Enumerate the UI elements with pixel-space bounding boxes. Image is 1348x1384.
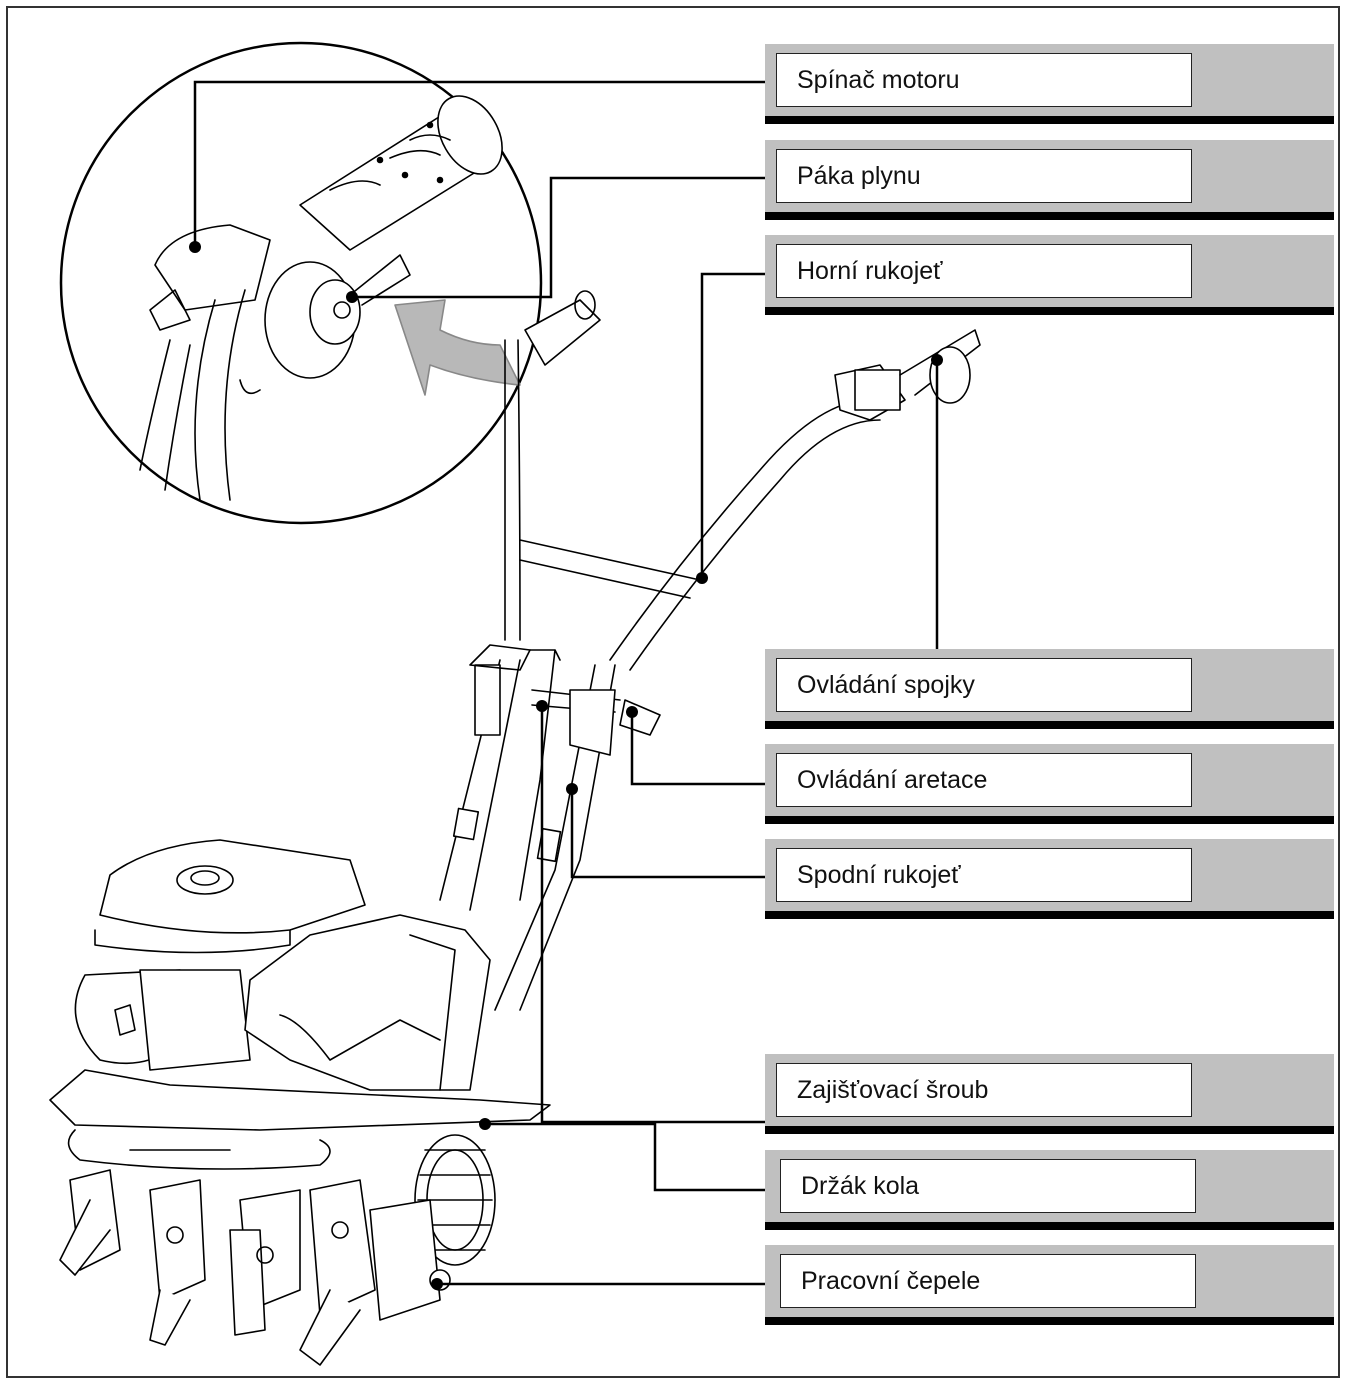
label-working-blades: Pracovní čepele xyxy=(801,1267,981,1295)
callout-throttle-lever: Páka plynu xyxy=(765,140,1334,220)
label-upper-handle: Horní rukojeť xyxy=(797,257,943,285)
figure-frame xyxy=(6,6,1340,1378)
label-wheel-holder: Držák kola xyxy=(801,1172,920,1200)
label-locking-screw: Zajišťovací šroub xyxy=(797,1076,989,1104)
callout-working-blades: Pracovní čepele xyxy=(765,1245,1334,1325)
label-lock-control: Ovládání aretace xyxy=(797,766,988,794)
callout-locking-screw: Zajišťovací šroub xyxy=(765,1054,1334,1134)
callout-lower-handle: Spodní rukojeť xyxy=(765,839,1334,919)
callout-clutch-control: Ovládání spojky xyxy=(765,649,1334,729)
label-engine-switch: Spínač motoru xyxy=(797,66,960,94)
callout-lock-control: Ovládání aretace xyxy=(765,744,1334,824)
label-lower-handle: Spodní rukojeť xyxy=(797,861,961,889)
callout-wheel-holder: Držák kola xyxy=(765,1150,1334,1230)
callout-engine-switch: Spínač motoru xyxy=(765,44,1334,124)
handle-detail-circle xyxy=(59,41,543,525)
label-clutch-control: Ovládání spojky xyxy=(797,671,975,699)
callout-upper-handle: Horní rukojeť xyxy=(765,235,1334,315)
label-throttle-lever: Páka plynu xyxy=(797,162,921,190)
